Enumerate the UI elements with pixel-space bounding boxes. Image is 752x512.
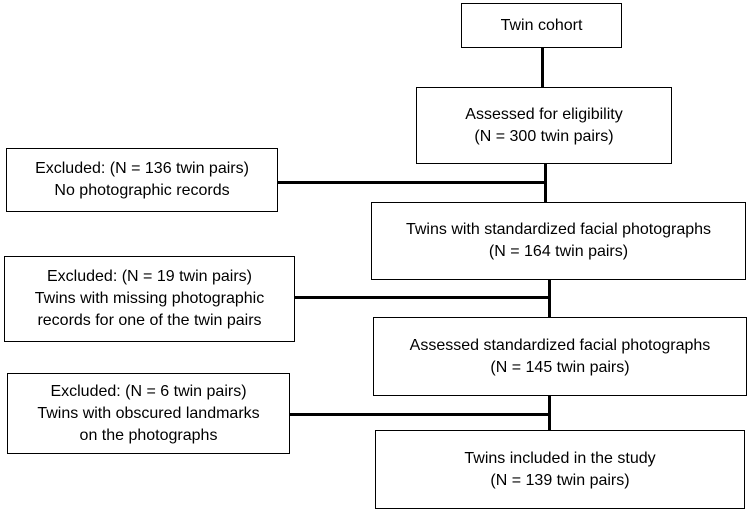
eligibility-label: Assessed for eligibility <box>465 105 623 123</box>
twin-cohort-label: Twin cohort <box>500 16 583 34</box>
included-count: (N = 139 twin pairs) <box>490 471 630 489</box>
connector-cohort-to-eligibility <box>541 47 544 89</box>
excluded-1-count: Excluded: (N = 136 twin pairs) <box>35 160 249 177</box>
excluded-3-count: Excluded: (N = 6 twin pairs) <box>50 382 247 400</box>
box-excluded-2: Excluded: (N = 19 twin pairs) Twins with… <box>4 256 295 342</box>
box-assessed-photographs: Assessed standardized facial photographs… <box>373 317 747 396</box>
standardized-count: (N = 164 twin pairs) <box>488 243 629 260</box>
included-label: Twins included in the study <box>464 449 656 467</box>
assessed-photos-count: (N = 145 twin pairs) <box>490 358 630 376</box>
connector-excluded-2 <box>295 296 551 299</box>
excluded-3-reason-line-2: on the photographs <box>79 426 218 444</box>
box-twin-cohort: Twin cohort <box>461 3 622 48</box>
box-excluded-3: Excluded: (N = 6 twin pairs) Twins with … <box>7 373 290 454</box>
standardized-label: Twins with standardized facial photograp… <box>405 221 712 238</box>
excluded-3-reason-line-1: Twins with obscured landmarks <box>37 404 260 422</box>
box-included-in-study: Twins included in the study (N = 139 twi… <box>375 430 745 509</box>
excluded-1-reason: No photographic records <box>54 182 230 199</box>
excluded-2-reason-line-1: Twins with missing photographic <box>34 290 265 307</box>
box-assessed-eligibility: Assessed for eligibility (N = 300 twin p… <box>416 87 672 164</box>
excluded-2-reason-line-2: records for one of the twin pairs <box>37 312 262 329</box>
assessed-photos-label: Assessed standardized facial photographs <box>409 336 711 354</box>
box-standardized-photographs: Twins with standardized facial photograp… <box>371 202 746 280</box>
box-excluded-1: Excluded: (N = 136 twin pairs) No photog… <box>6 148 278 212</box>
connector-excluded-3 <box>290 413 551 416</box>
excluded-2-count: Excluded: (N = 19 twin pairs) <box>47 268 252 285</box>
eligibility-count: (N = 300 twin pairs) <box>474 127 614 145</box>
connector-excluded-1 <box>278 181 547 184</box>
